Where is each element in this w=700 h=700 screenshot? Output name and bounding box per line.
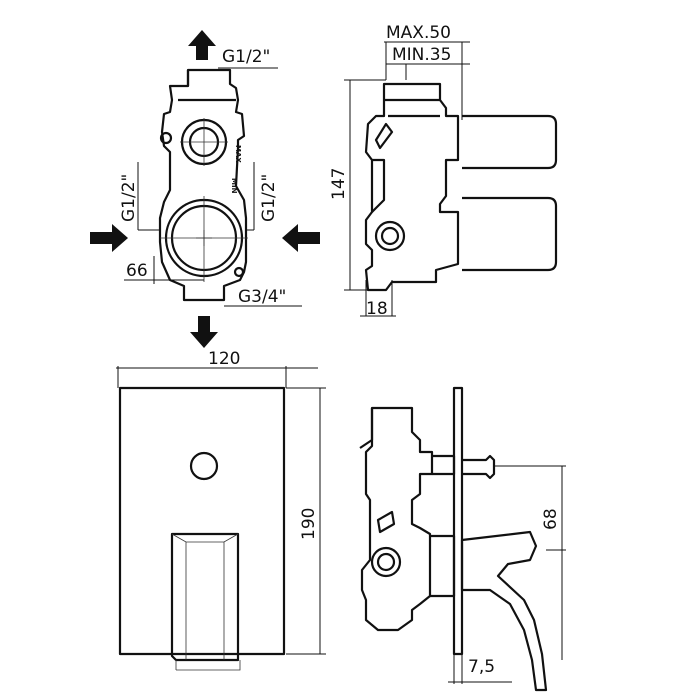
dim-66-label: 66	[126, 261, 148, 281]
arrow-down-icon	[190, 316, 218, 348]
dim-18-label: 18	[366, 299, 388, 319]
depth-min-label: MIN.35	[392, 45, 451, 65]
dim-7-5-label: 7,5	[468, 657, 495, 677]
cover-plate	[118, 386, 286, 656]
arrow-left-icon	[282, 224, 320, 252]
top-inlet-label: G1/2"	[222, 47, 270, 67]
dim-68-label: 68	[541, 508, 561, 530]
section-view: 68 7,5	[359, 386, 566, 692]
arrow-up-icon	[188, 30, 216, 60]
arrow-right-icon	[90, 224, 128, 252]
plate-width-label: 120	[208, 349, 240, 369]
min-mark: MIN	[230, 178, 238, 194]
outlet-label: G3/4"	[238, 287, 286, 307]
valve-body-front-view: G1/2" MAX MIN G1/2" G1/2"	[90, 30, 320, 348]
plate-edge	[452, 386, 464, 656]
diverter-knob[interactable]	[189, 451, 219, 481]
left-inlet-label: G1/2"	[119, 174, 139, 222]
dim-147-label: 147	[329, 168, 349, 200]
plate-height-label: 190	[299, 508, 319, 540]
right-inlet-label: G1/2"	[259, 174, 279, 222]
mixer-lever[interactable]	[170, 532, 240, 662]
front-plate-view: 120 190	[116, 349, 326, 671]
depth-max-label: MAX.50	[386, 23, 451, 43]
max-mark: MAX	[234, 145, 242, 163]
valve-side-view: MAX.50 MIN.35 147 18	[329, 23, 558, 319]
